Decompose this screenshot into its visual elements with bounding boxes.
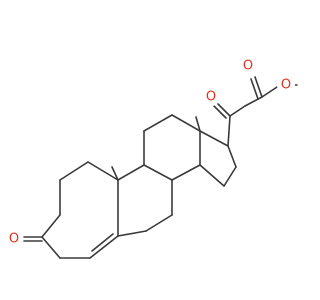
bond	[199, 164, 225, 187]
bond	[195, 116, 201, 132]
bond	[213, 105, 227, 119]
label-background	[239, 57, 257, 75]
ring-ketone-oxygen-label: O	[9, 232, 19, 247]
bond	[250, 78, 259, 100]
bond	[91, 233, 114, 252]
molecule-structure-diagram: O O O O	[5, 57, 298, 259]
bond	[229, 105, 246, 117]
bond	[41, 214, 61, 238]
bond	[261, 84, 281, 98]
ketone-top-oxygen-label: O	[206, 90, 216, 105]
atom-label-layer: O O O O	[5, 57, 295, 248]
bond	[223, 166, 237, 187]
ester-carbonyl-oxygen-label: O	[243, 59, 253, 74]
bond	[117, 164, 145, 181]
bond	[145, 214, 173, 232]
bond	[217, 103, 231, 117]
bond	[199, 130, 229, 147]
ester-ether-oxygen-label: O	[281, 78, 291, 93]
label-background	[277, 76, 295, 94]
bond	[89, 235, 119, 259]
bond	[143, 114, 173, 132]
bond-layer	[23, 76, 298, 259]
label-background	[5, 230, 23, 248]
bond	[41, 236, 61, 259]
bond	[117, 230, 147, 237]
bond	[111, 166, 119, 181]
bond	[59, 161, 89, 181]
bond	[171, 164, 201, 181]
bond	[244, 96, 263, 107]
bond	[171, 114, 201, 132]
bond	[254, 76, 263, 98]
label-background	[202, 88, 220, 106]
bond	[227, 115, 231, 147]
bond	[143, 164, 173, 181]
bond	[227, 145, 237, 168]
bond	[87, 161, 119, 181]
